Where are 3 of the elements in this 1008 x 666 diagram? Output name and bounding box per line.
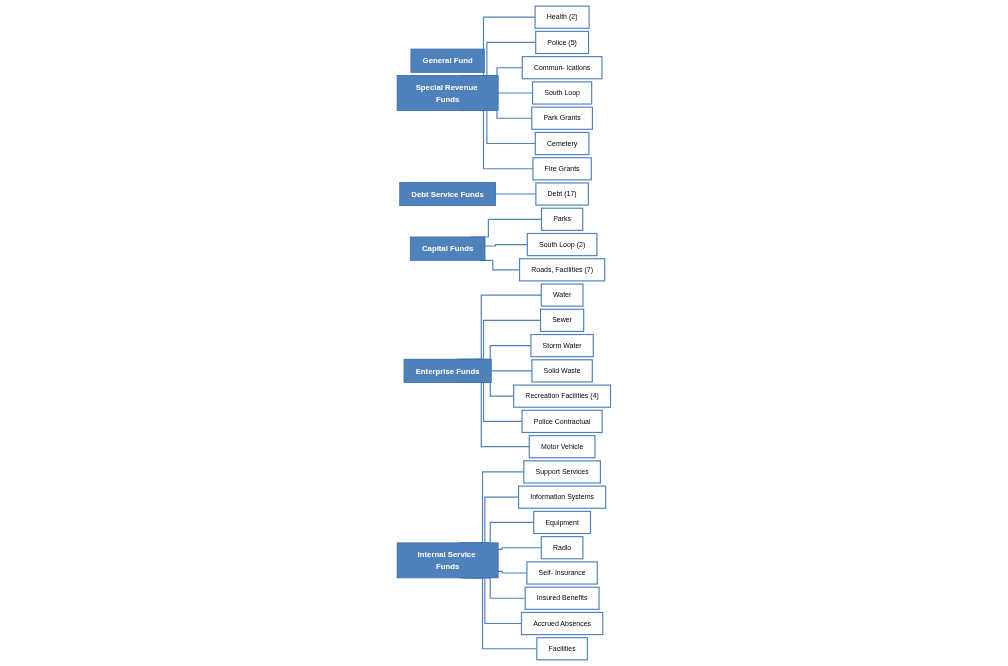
connector	[490, 370, 533, 372]
connector	[497, 570, 528, 574]
connector	[495, 193, 537, 195]
